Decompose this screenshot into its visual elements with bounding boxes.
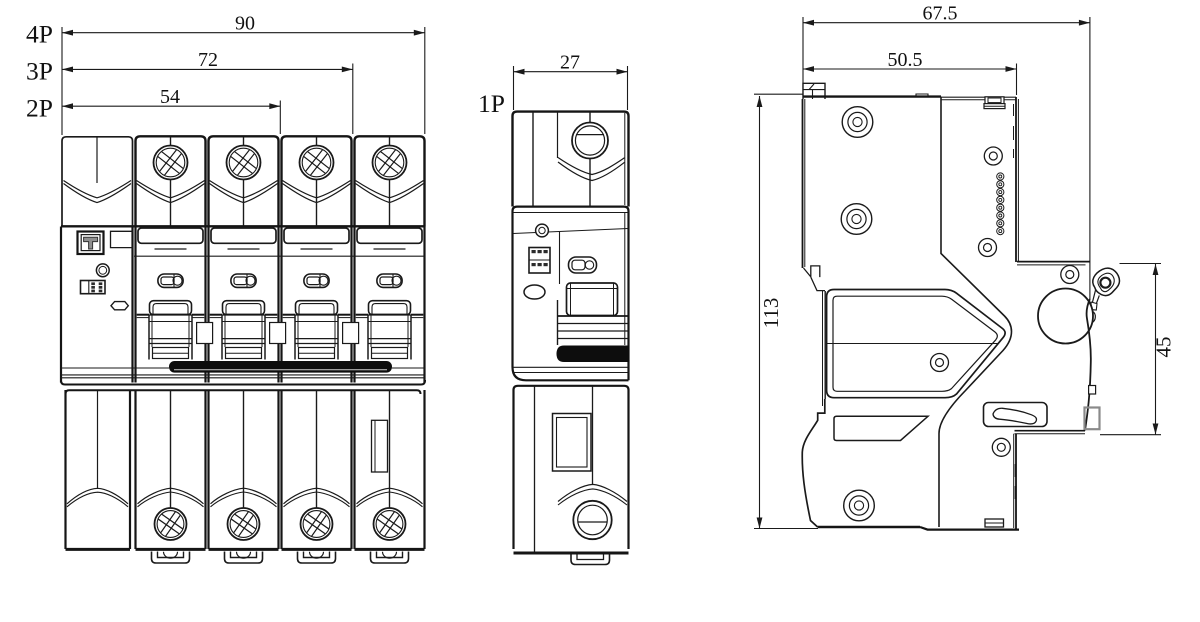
svg-text:50.5: 50.5 bbox=[888, 49, 923, 71]
svg-text:54: 54 bbox=[160, 86, 180, 108]
svg-text:4P: 4P bbox=[26, 20, 53, 49]
svg-text:45: 45 bbox=[1152, 337, 1176, 358]
svg-text:67.5: 67.5 bbox=[923, 3, 958, 25]
svg-text:2P: 2P bbox=[26, 94, 53, 123]
svg-text:90: 90 bbox=[235, 13, 255, 35]
svg-text:1P: 1P bbox=[478, 89, 505, 118]
svg-text:27: 27 bbox=[560, 51, 580, 73]
svg-text:113: 113 bbox=[759, 298, 783, 329]
svg-text:3P: 3P bbox=[26, 57, 53, 86]
svg-text:72: 72 bbox=[198, 49, 218, 71]
